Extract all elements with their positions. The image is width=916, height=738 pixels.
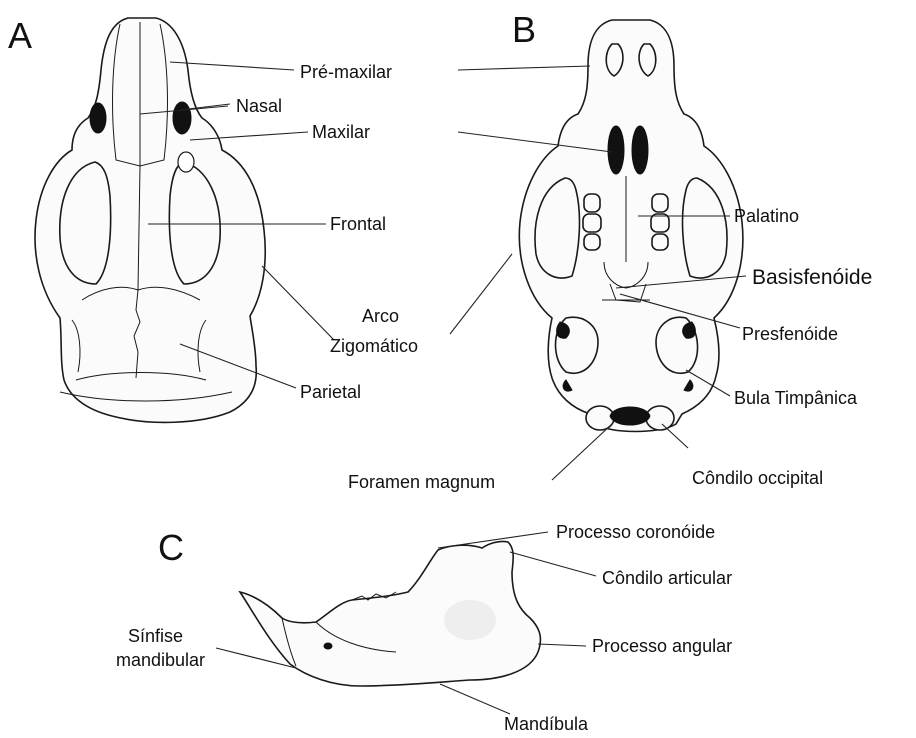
right-occipital-condyle (646, 406, 674, 430)
left-molar-row (583, 194, 601, 250)
foramen-magnum (610, 407, 650, 425)
label-condilo-occipital: Côndilo occipital (692, 468, 823, 488)
skull-dorsal-view (35, 18, 265, 422)
panel-label-c: C (158, 527, 184, 568)
left-incisive-foramen (608, 126, 624, 174)
label-arco-line1: Arco (362, 306, 399, 326)
label-palatino: Palatino (734, 206, 799, 226)
left-premaxillary-foramen (90, 103, 106, 133)
mandible-outline (240, 541, 540, 686)
label-presfenoide: Presfenóide (742, 324, 838, 344)
panel-label-b: B (512, 9, 536, 50)
panel-label-a: A (8, 15, 32, 56)
label-processo-coronoide: Processo coronóide (556, 522, 715, 542)
right-molar-row (651, 194, 669, 250)
right-premaxillary-foramen (173, 102, 191, 134)
right-incisive-foramen (632, 126, 648, 174)
label-pre-maxilar: Pré-maxilar (300, 62, 392, 82)
label-nasal: Nasal (236, 96, 282, 116)
label-mandibula: Mandíbula (504, 714, 589, 734)
label-processo-angular: Processo angular (592, 636, 732, 656)
label-parietal: Parietal (300, 382, 361, 402)
label-sinfise-line2: mandibular (116, 650, 205, 670)
skull-ventral-view (519, 20, 743, 432)
label-maxilar: Maxilar (312, 122, 370, 142)
label-condilo-articular: Côndilo articular (602, 568, 732, 588)
label-arco-line2: Zigomático (330, 336, 418, 356)
label-foramen-magnum: Foramen magnum (348, 472, 495, 492)
label-frontal: Frontal (330, 214, 386, 234)
mandible-lateral-view (240, 541, 540, 686)
label-sinfise-line1: Sínfise (128, 626, 183, 646)
label-bula-timpanica: Bula Timpânica (734, 388, 858, 408)
label-basisfenoide: Basisfenóide (752, 266, 872, 289)
